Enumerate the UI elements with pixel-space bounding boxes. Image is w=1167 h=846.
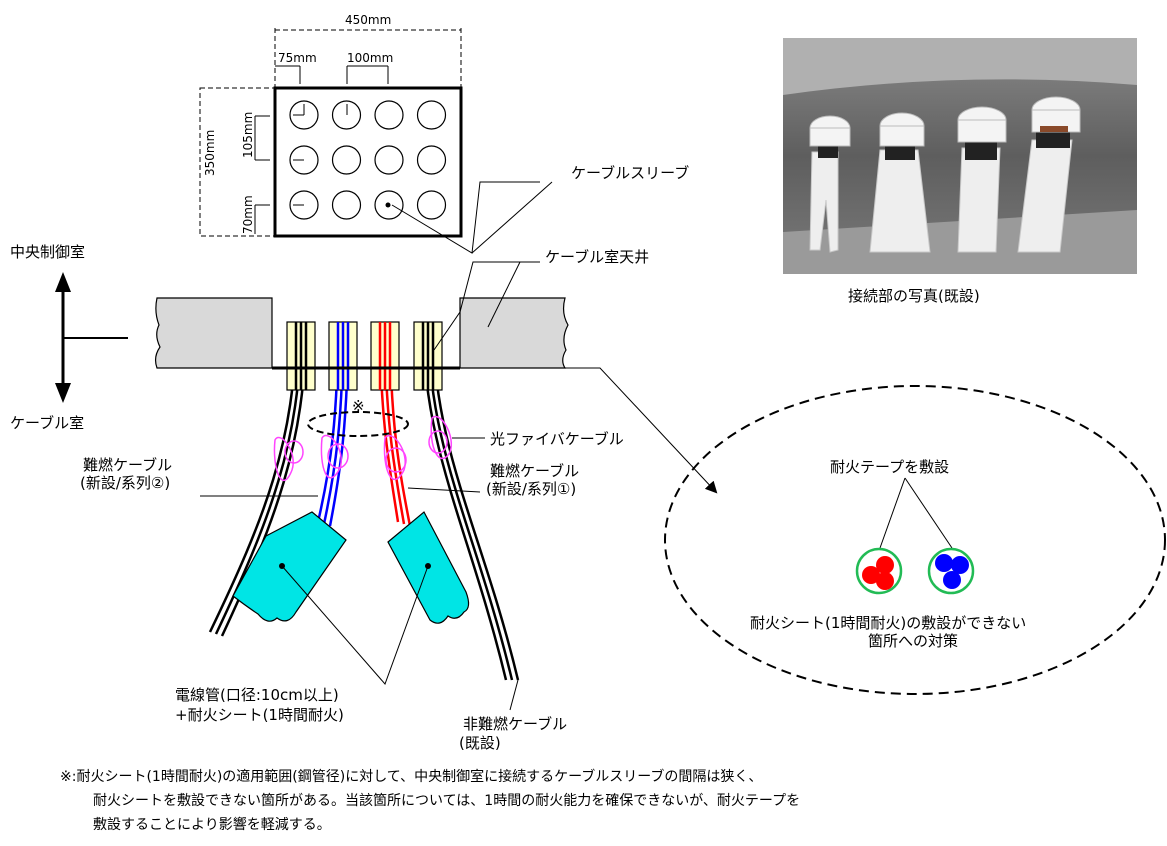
sleeve-hole [289,100,319,130]
label-conduit-line2: +耐火シート(1時間耐火) [175,706,344,724]
sleeve-hole [331,100,362,130]
sleeve-hole [374,100,404,130]
label-optical-fiber: 光ファイバケーブル [490,430,624,448]
sleeve-hole [289,190,319,220]
sleeve-hole [331,145,362,175]
sleeve-hole [374,190,404,220]
cable-bundle-red [855,547,903,595]
footnote-line2: 耐火シートを敷設できない箇所がある。当該箇所については、1時間の耐火能力を確保で… [93,793,801,809]
sleeve-hole [416,190,447,220]
sleeve-hole [416,100,447,130]
footnote-line1: ※:耐火シート(1時間耐火)の適用範囲(鋼管径)に対して、中央制御室に接続するケ… [60,769,763,785]
dim-height-total: 350mm [203,130,217,176]
sleeve-hole [374,145,404,175]
footnote: ※:耐火シート(1時間耐火)の適用範囲(鋼管径)に対して、中央制御室に接続するケ… [60,765,1140,837]
ceiling-slab [154,297,569,370]
leader-lines [200,181,553,711]
conduit-right [387,511,470,624]
sleeve-hole [289,145,319,175]
label-flame-retardant-1-line1: 難燃ケーブル [490,462,579,480]
dim-width-total: 450mm [345,13,391,27]
label-central-control-room: 中央制御室 [10,243,85,261]
asterisk-highlight [307,411,409,437]
label-countermeasure-line1: 耐火シート(1時間耐火)の敷設ができない [750,614,1026,632]
label-tape-title: 耐火テープを敷設 [830,458,949,476]
dim-pitch-v: 105mm [241,112,255,158]
asterisk-mark: ※ [352,397,365,415]
fire-tape-loops [273,415,453,482]
label-cable-room: ケーブル室 [10,414,84,432]
label-flame-retardant-1-line2: (新設/系列①) [486,480,576,498]
photo-caption: 接続部の写真(既設) [848,287,980,305]
footnote-line3: 敷設することにより影響を軽減する。 [93,817,331,833]
sleeve-hole [331,190,362,220]
label-countermeasure-line2: 箇所への対策 [868,632,958,650]
sleeve-hole [416,145,447,175]
label-non-flame-line1: 非難燃ケーブル [463,715,567,733]
dim-pitch-h: 100mm [347,51,393,65]
dim-edge-offset: 75mm [278,51,317,65]
sleeve-holes [289,100,447,220]
connection-photo [783,38,1137,274]
conduit-left [232,511,347,622]
sleeve-plan-view: 450mm 75mm 100mm 350mm 105mm 70mm [199,13,463,238]
label-conduit-line1: 電線管(口径:10cm以上) [175,686,339,704]
countermeasure-detail: 耐火テープを敷設 耐火シート(1時間耐火)の敷設ができない 箇所への対策 [664,385,1166,695]
label-flame-retardant-2-line1: 難燃ケーブル [83,456,172,474]
cable-bundle-blue [927,547,975,595]
cable-sleeves-section [272,321,460,391]
label-cable-sleeve: ケーブルスリーブ [571,164,689,182]
dim-bottom-offset: 70mm [241,195,255,234]
label-cable-room-ceiling: ケーブル室天井 [545,248,649,266]
detail-arrow [460,367,718,494]
direction-indicator [55,272,128,403]
label-non-flame-line2: (既設) [459,734,501,752]
label-flame-retardant-2-line2: (新設/系列②) [80,474,170,492]
sleeve-plate [273,86,463,238]
